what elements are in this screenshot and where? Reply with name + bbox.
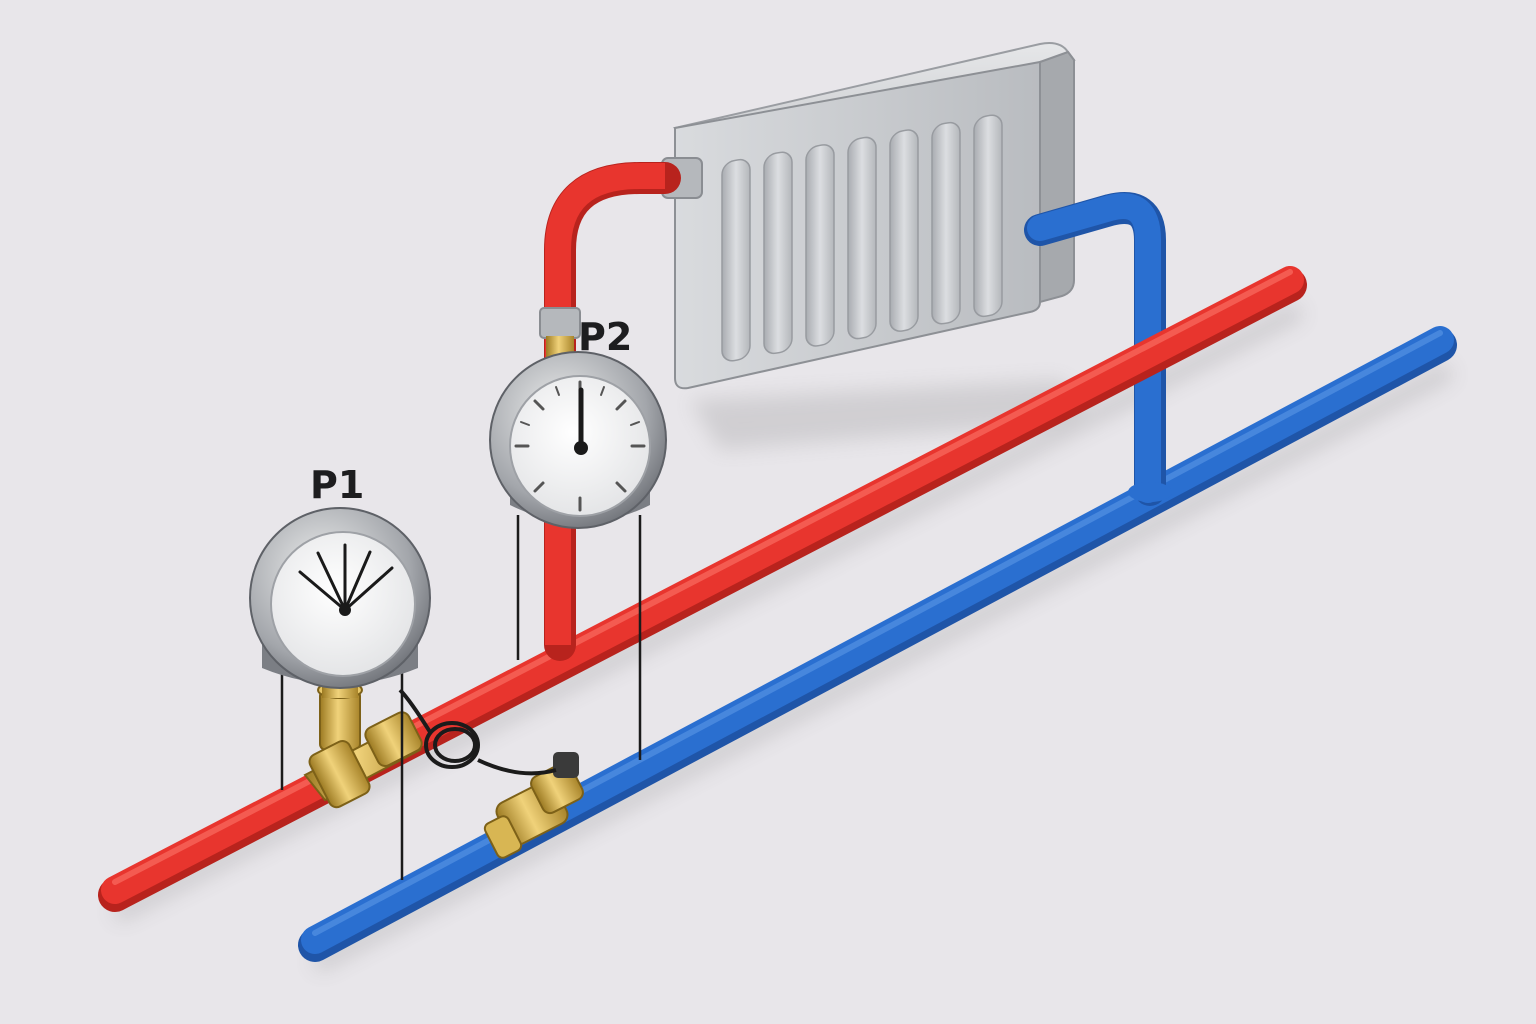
gauge-p1-label: P1 xyxy=(310,463,364,507)
tee-fitting-icon xyxy=(303,681,423,809)
gauge-p1-needles xyxy=(298,543,394,612)
gauge-p2-label: P2 xyxy=(578,315,632,359)
capillary-coil-icon xyxy=(398,688,557,776)
riser-coupling xyxy=(539,307,581,339)
gauge-support-wires xyxy=(280,515,642,880)
ground-shadows xyxy=(110,301,1455,973)
gauge-p1 xyxy=(249,507,431,698)
radiator-icon xyxy=(661,42,1076,390)
hot-water-pipe xyxy=(98,162,1307,912)
valve-icon xyxy=(483,752,584,859)
gauge-p2 xyxy=(489,351,667,529)
gauge-p2-ticks xyxy=(514,380,646,512)
radiator-fins xyxy=(721,114,1003,362)
